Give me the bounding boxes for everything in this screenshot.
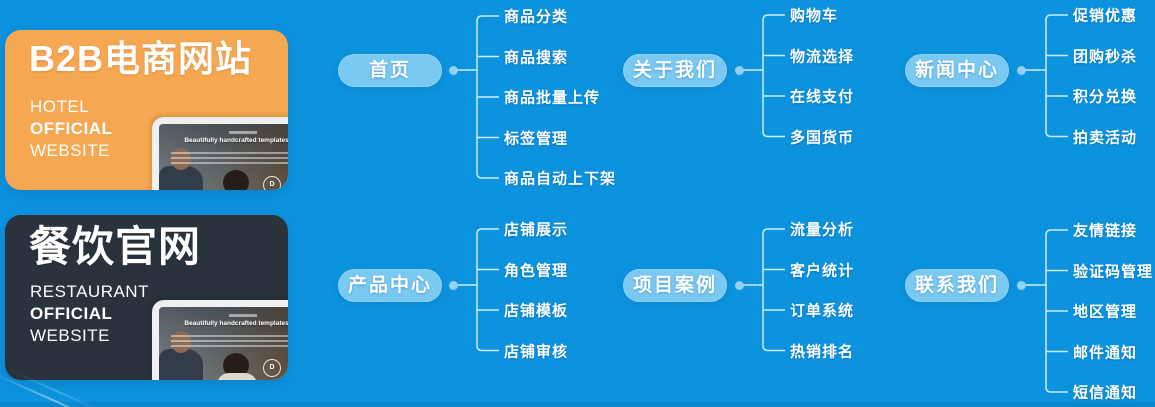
website-screenshot: Beautifully handcrafted templates for y … [159, 124, 288, 190]
website-screenshot: Beautifully handcrafted templates for y … [159, 307, 288, 380]
tree-leaf[interactable]: 商品自动上下架 [504, 170, 617, 188]
tree-node[interactable]: 关于我们 [623, 53, 727, 87]
connector-dot [1016, 280, 1026, 290]
preview-heading: Beautifully handcrafted templates for y [184, 320, 288, 327]
card-subtitle: RESTAURANT OFFICIAL WEBSITE [30, 281, 149, 347]
preview-text-line [171, 345, 288, 347]
connector-dot [448, 280, 458, 290]
preview-text-line [171, 152, 288, 154]
photo-person-body [159, 349, 203, 380]
tree-leaf[interactable]: 友情链接 [1073, 222, 1138, 240]
card-subtitle-line: OFFICIAL [30, 304, 113, 323]
tree-leaf[interactable]: 在线支付 [790, 88, 855, 106]
tree-leaf[interactable]: 物流选择 [790, 48, 855, 65]
bottom-edge-shade [0, 402, 1155, 407]
tree-leaf[interactable]: 流量分析 [790, 221, 855, 239]
connector-dot [734, 280, 744, 290]
play-badge-icon: D [263, 359, 281, 377]
connector-dot [1016, 65, 1026, 75]
tree-leaf[interactable]: 热销排名 [790, 343, 855, 360]
preview-text-line [171, 157, 288, 159]
tree-leaf[interactable]: 积分兑换 [1073, 88, 1138, 106]
tree-leaf[interactable]: 店铺展示 [504, 221, 569, 239]
tree-leaf[interactable]: 店铺审核 [504, 343, 569, 360]
card-subtitle: HOTEL OFFICIAL WEBSITE [30, 96, 112, 162]
card-subtitle-line: WEBSITE [30, 326, 111, 345]
photo-person-hair [223, 170, 249, 190]
tree-leaf[interactable]: 拍卖活动 [1073, 129, 1138, 146]
photo-person-body [159, 166, 203, 190]
tree-node[interactable]: 项目案例 [623, 268, 727, 302]
preview-kicker-line [229, 314, 257, 317]
card-subtitle-line: RESTAURANT [30, 282, 149, 301]
tree-leaf[interactable]: 标签管理 [504, 130, 569, 147]
photo-person-body [217, 373, 257, 380]
preview-kicker-line [229, 131, 257, 134]
website-preview-image: Beautifully handcrafted templates for y … [152, 300, 288, 380]
preview-heading: Beautifully handcrafted templates for y [184, 137, 288, 144]
template-card-restaurant[interactable]: 餐饮官网 RESTAURANT OFFICIAL WEBSITE Beautif… [5, 215, 288, 380]
tree-node[interactable]: 首页 [338, 53, 442, 87]
tree-node[interactable]: 产品中心 [338, 268, 442, 302]
card-title: 餐饮官网 [29, 223, 202, 270]
card-title: B2B电商网站 [29, 38, 253, 79]
template-card-b2b[interactable]: B2B电商网站 HOTEL OFFICIAL WEBSITE Beautiful… [5, 30, 288, 190]
play-badge-icon: D [263, 176, 281, 190]
photo-person-head [171, 148, 191, 170]
tree-leaf[interactable]: 订单系统 [790, 302, 855, 320]
preview-text-line [171, 335, 288, 337]
card-subtitle-line: OFFICIAL [30, 119, 113, 138]
tree-leaf[interactable]: 邮件通知 [1073, 344, 1138, 361]
tree-leaf[interactable]: 促销优惠 [1073, 7, 1138, 25]
connector-dot [734, 65, 744, 75]
tree-leaf[interactable]: 角色管理 [504, 262, 569, 279]
tree-leaf[interactable]: 验证码管理 [1073, 263, 1154, 280]
connector-dot [448, 65, 458, 75]
tree-leaf[interactable]: 商品分类 [504, 8, 569, 26]
tree-leaf[interactable]: 购物车 [790, 7, 839, 25]
tree-leaf[interactable]: 团购秒杀 [1073, 48, 1138, 65]
preview-text-line [171, 340, 288, 342]
tree-leaf[interactable]: 地区管理 [1073, 303, 1138, 321]
website-preview-image: Beautifully handcrafted templates for y … [152, 117, 288, 190]
card-subtitle-line: HOTEL [30, 97, 90, 116]
tree-leaf[interactable]: 商品批量上传 [504, 89, 601, 107]
tree-leaf[interactable]: 店铺模板 [504, 302, 569, 320]
tree-node[interactable]: 新闻中心 [905, 53, 1009, 87]
photo-person-head [171, 331, 191, 353]
tree-leaf[interactable]: 商品搜索 [504, 49, 569, 66]
tree-node[interactable]: 联系我们 [905, 268, 1009, 302]
tree-leaf[interactable]: 客户统计 [790, 262, 855, 279]
tree-leaf[interactable]: 多国货币 [790, 129, 855, 146]
card-subtitle-line: WEBSITE [30, 141, 111, 160]
tree-leaf[interactable]: 短信通知 [1073, 384, 1138, 402]
preview-text-line [171, 162, 288, 164]
